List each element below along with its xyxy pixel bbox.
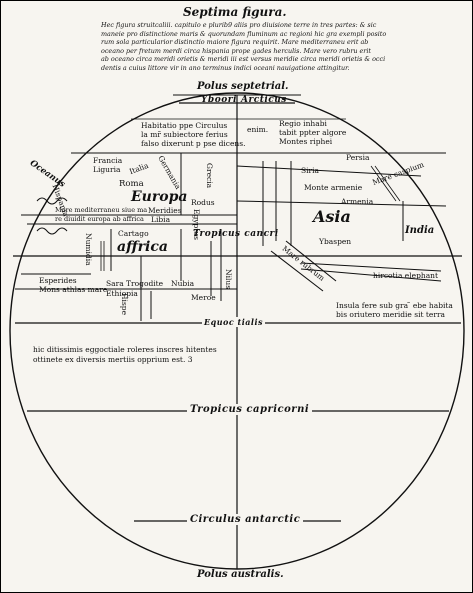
region-meroe: Meroe (191, 293, 216, 302)
intro-paragraph: Hec figura struitcaliii. capitulo e plur… (101, 21, 391, 73)
mediterranean-label: Mare mediterraneu siue ma (55, 206, 148, 214)
region-liguria: Liguria (93, 165, 121, 174)
arctic-label-right: Arcticus (241, 95, 287, 105)
region-ebesus-2: Mons athlas mare (39, 285, 108, 294)
region-hispel: Hispe (120, 293, 129, 316)
continent-europa: Europa (131, 189, 188, 205)
north-text: enim. (247, 125, 269, 134)
intro-line: Hec figura struitcaliii. capitulo e plur… (101, 21, 377, 29)
region-ethiopia: Ethiopia (106, 289, 138, 298)
north-text: falso dixerunt p pse dicens. (141, 139, 246, 148)
asia-line-2 (236, 165, 422, 177)
intro-line: maneie pro distinctione maris & quorunda… (101, 29, 387, 38)
river-hatch (370, 165, 397, 202)
region-persia: Persia (346, 153, 370, 162)
region-armenia: Armenia (341, 197, 374, 206)
continent-africa: affrica (117, 239, 168, 255)
antarctic-circle-label: Circulus antarctic (187, 514, 304, 525)
oceanus-waves-2 (36, 227, 68, 235)
north-text: Habitatio ppe Circulus (141, 121, 228, 130)
intro-line: rum sola particularior distinctio maiore… (101, 38, 369, 47)
mediterranean-label-2: re diuidit europa ab affrica (55, 215, 144, 223)
region-armenia-monte: Monte armenie (304, 183, 363, 192)
region-roma: Roma (119, 179, 144, 189)
south-note-2: ottinete ex diversis mertiis opprium est… (33, 355, 193, 364)
region-grecia: Grecia (205, 163, 214, 189)
region-nilus: Nilus (224, 269, 233, 290)
persian-gulf-line (300, 268, 442, 282)
region-sara: Sara Trogodite (106, 279, 164, 288)
region-meridies: Meridies (148, 206, 182, 215)
region-india: India (405, 225, 435, 236)
intro-line: dentis a cuius littore vir in ano termin… (101, 63, 350, 72)
arctic-label-left: Yboori (201, 95, 237, 105)
north-text: la mr̃ subiectore ferius (141, 130, 228, 139)
south-pole-label: Polus australis. (197, 569, 284, 580)
india-note: Insula fere sub gra ̃ ebe habita (336, 301, 453, 310)
north-pole-label: Polus septetrial. (197, 81, 289, 92)
continent-asia: Asia (313, 207, 351, 226)
oceanus-waves (36, 197, 68, 205)
red-sea-line-2 (285, 240, 337, 282)
region-nubia: Nubia (171, 279, 195, 288)
north-text: Montes riphei (279, 137, 333, 146)
persian-gulf-line-2 (300, 262, 442, 272)
region-rodus: Rodus (191, 198, 215, 207)
region-libia: Libia (151, 215, 171, 224)
region-numidia: Numidia (84, 233, 93, 266)
region-cartago: Cartago (118, 229, 149, 238)
intro-line: ab oceano circa meridi orietis & meridi … (101, 55, 386, 64)
region-hircotia: hircotia elephant (373, 271, 439, 280)
intro-line: oceano per fretum merdi circa hispania p… (101, 46, 371, 55)
tropic-cancer-label: Tropicus cancri (193, 229, 279, 239)
figure-title: Septima figura. (183, 5, 287, 19)
region-francia: Francia (93, 156, 123, 165)
north-text: Regio inhabi (279, 119, 327, 128)
region-ebesus: Esperides (39, 276, 77, 285)
asia-line-3 (236, 200, 447, 207)
equator-label: Equoc tialis (202, 317, 265, 327)
region-siria: Siria (301, 166, 319, 175)
tropic-capricorn-label: Tropicus capricorni (187, 404, 313, 415)
north-text: tabit ppter algore (279, 128, 347, 137)
india-note-2: bis oriutero meridie sit terra (336, 310, 445, 319)
south-note: hic ditissimis eggoctiale roleres inscre… (33, 345, 217, 354)
river-hatch (374, 165, 401, 202)
region-ybaspen: Ybaspen (319, 237, 352, 246)
red-sea-line (270, 250, 324, 292)
